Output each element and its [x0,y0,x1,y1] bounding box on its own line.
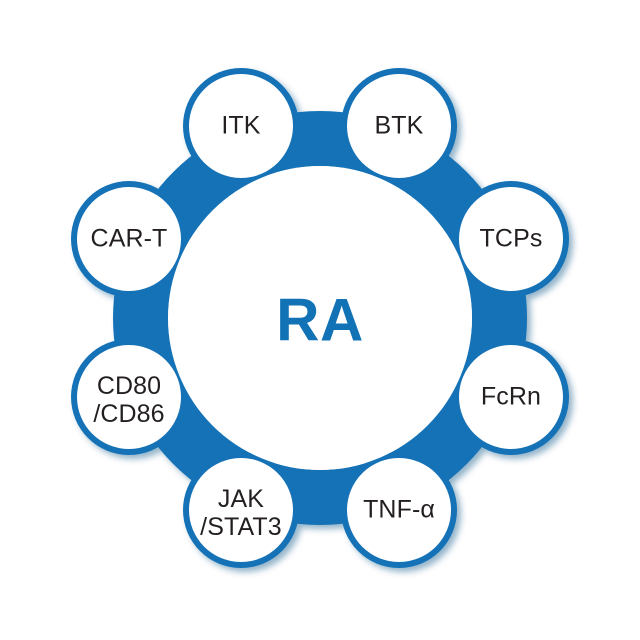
center-hub [168,166,472,470]
node-disc-tcps[interactable] [459,187,563,291]
node-disc-tnf-alpha[interactable] [347,458,451,562]
node-disc-fcrn[interactable] [459,345,563,449]
node-disc-jak-stat3[interactable] [189,458,293,562]
node-disc-car-t[interactable] [77,187,181,291]
node-discs [77,74,563,562]
node-disc-cd80-cd86[interactable] [77,345,181,449]
node-disc-btk[interactable] [347,74,451,178]
node-disc-itk[interactable] [189,74,293,178]
